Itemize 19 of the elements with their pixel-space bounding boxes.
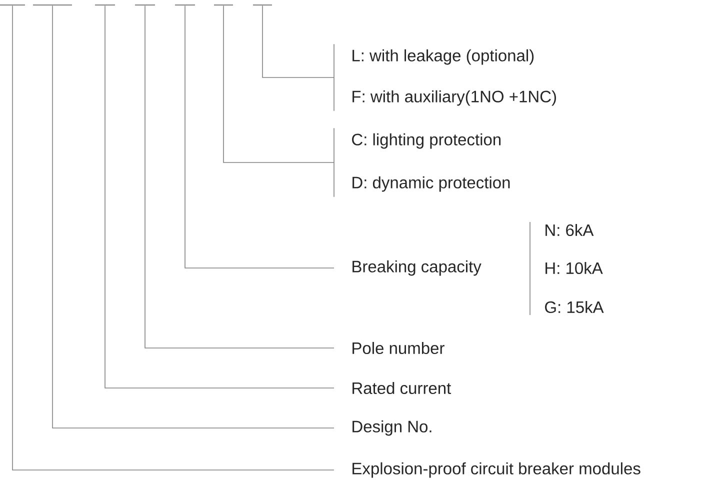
connector-line [144, 5, 334, 348]
option-label: F: with auxiliary(1NO +1NC) [352, 90, 556, 106]
option-label: D: dynamic protection [352, 176, 510, 192]
option-label: Design No. [352, 420, 432, 436]
option-value: H: 10kA [546, 262, 603, 274]
option-label: Explosion-proof circuit breaker modules [352, 462, 640, 478]
connector-line [12, 5, 334, 470]
option-label: L: with leakage (optional) [352, 49, 534, 65]
option-value: G: 15kA [545, 300, 604, 314]
option-value: N: 6kA [546, 224, 594, 236]
option-label: C: lighting protection [352, 133, 501, 149]
connector-line [104, 5, 334, 388]
option-label: Rated current [352, 382, 452, 394]
connector-line [52, 5, 334, 428]
option-label: Pole number [352, 342, 444, 354]
connector-line [262, 5, 334, 112]
connector-line [223, 5, 334, 198]
option-label: Breaking capacity [352, 260, 482, 276]
connector-line [184, 5, 334, 268]
